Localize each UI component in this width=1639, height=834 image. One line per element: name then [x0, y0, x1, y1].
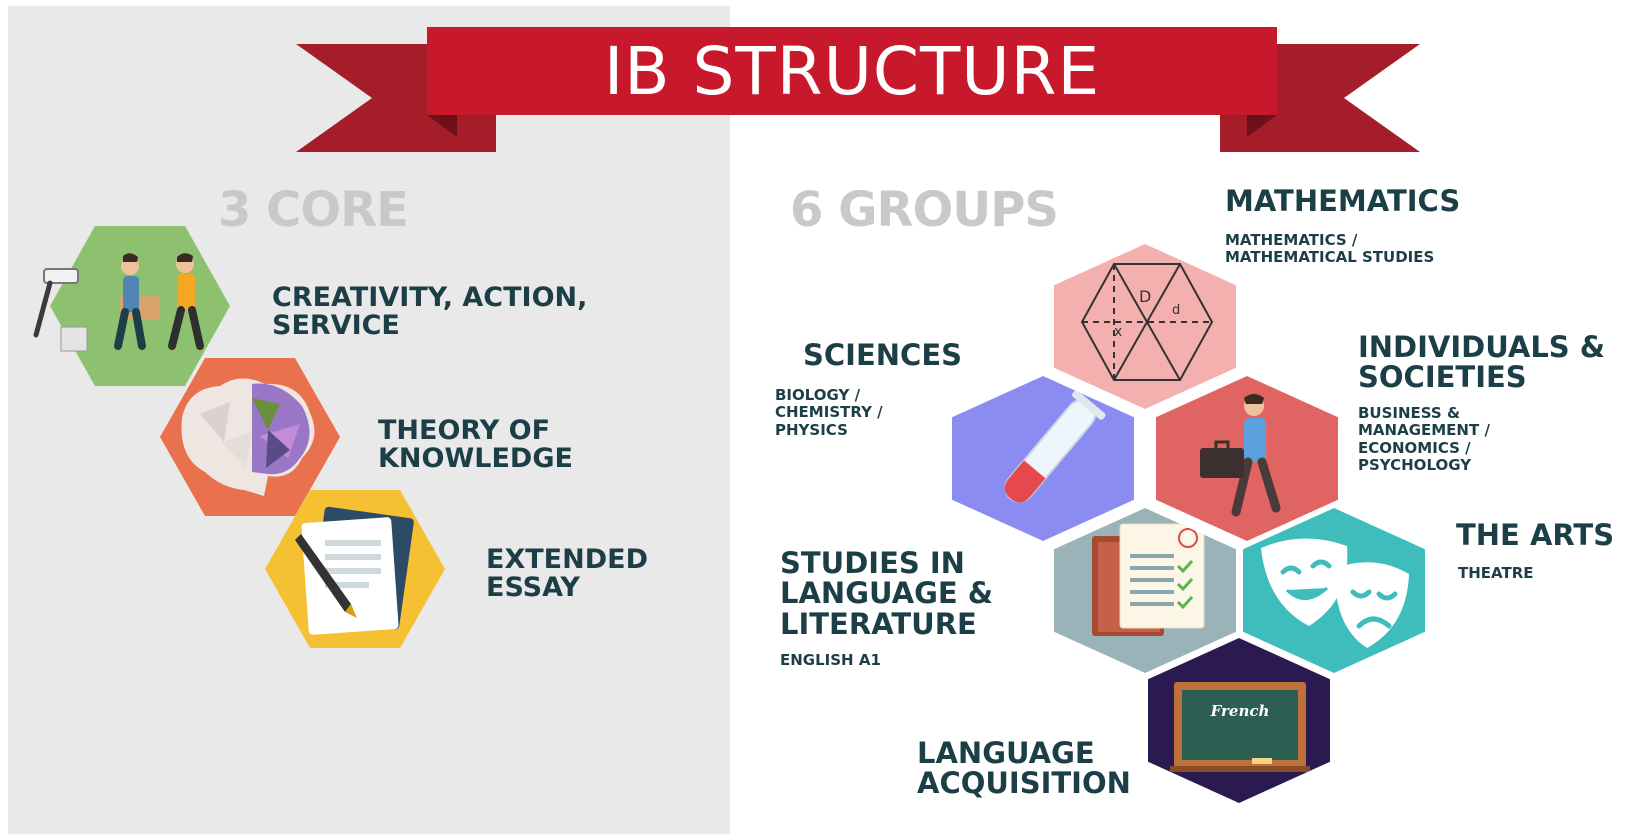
test-tube-icon: [1004, 390, 1106, 503]
studies-subjects: ENGLISH A1: [780, 651, 881, 669]
geometry-hexagon-icon: D x d: [1080, 263, 1214, 381]
arts-hex: [1243, 508, 1425, 673]
tok-hex: [160, 358, 340, 516]
paint-roller-icon: [28, 265, 88, 360]
mathematics-hex: D x d: [1054, 244, 1236, 409]
banner-title: IB STRUCTURE: [427, 27, 1277, 115]
sciences-subjects: BIOLOGY / CHEMISTRY / PHYSICS: [775, 386, 883, 439]
cas-label: CREATIVITY, ACTION, SERVICE: [272, 282, 588, 342]
studies-title: STUDIES IN LANGUAGE & LITERATURE: [780, 546, 994, 641]
mathematics-title: MATHEMATICS: [1225, 184, 1461, 218]
arts-subjects: THEATRE: [1458, 564, 1534, 582]
svg-text:D: D: [1139, 287, 1151, 306]
svg-text:d: d: [1172, 303, 1180, 318]
core-heading: 3 CORE: [218, 182, 409, 238]
book-checklist-icon: [1092, 523, 1205, 636]
businessman-icon: [1200, 394, 1281, 517]
mathematics-subjects: MATHEMATICS / MATHEMATICAL STUDIES: [1225, 231, 1435, 267]
svg-text:x: x: [1114, 324, 1122, 340]
chalkboard-icon: [1170, 682, 1310, 772]
brain-icon: [181, 378, 315, 496]
tok-label: THEORY OF KNOWLEDGE: [378, 415, 573, 475]
individuals-subjects: BUSINESS & MANAGEMENT / ECONOMICS / PSYC…: [1358, 404, 1490, 474]
individuals-title: INDIVIDUALS & SOCIETIES: [1358, 330, 1606, 395]
sciences-title: SCIENCES: [803, 338, 963, 372]
document-pen-icon: [295, 506, 414, 635]
ee-label: EXTENDED ESSAY: [486, 544, 648, 604]
acquisition-title: LANGUAGE ACQUISITION: [917, 736, 1131, 801]
people-carrying-box-icon: [114, 253, 204, 350]
theatre-masks-icon: [1261, 538, 1409, 648]
acquisition-hex: [1148, 638, 1330, 803]
arts-title: THE ARTS: [1456, 518, 1615, 552]
individuals-hex: [1156, 376, 1338, 541]
chalkboard-text: French: [1210, 702, 1270, 720]
groups-heading: 6 GROUPS: [790, 182, 1059, 238]
studies-hex: [1054, 508, 1236, 673]
